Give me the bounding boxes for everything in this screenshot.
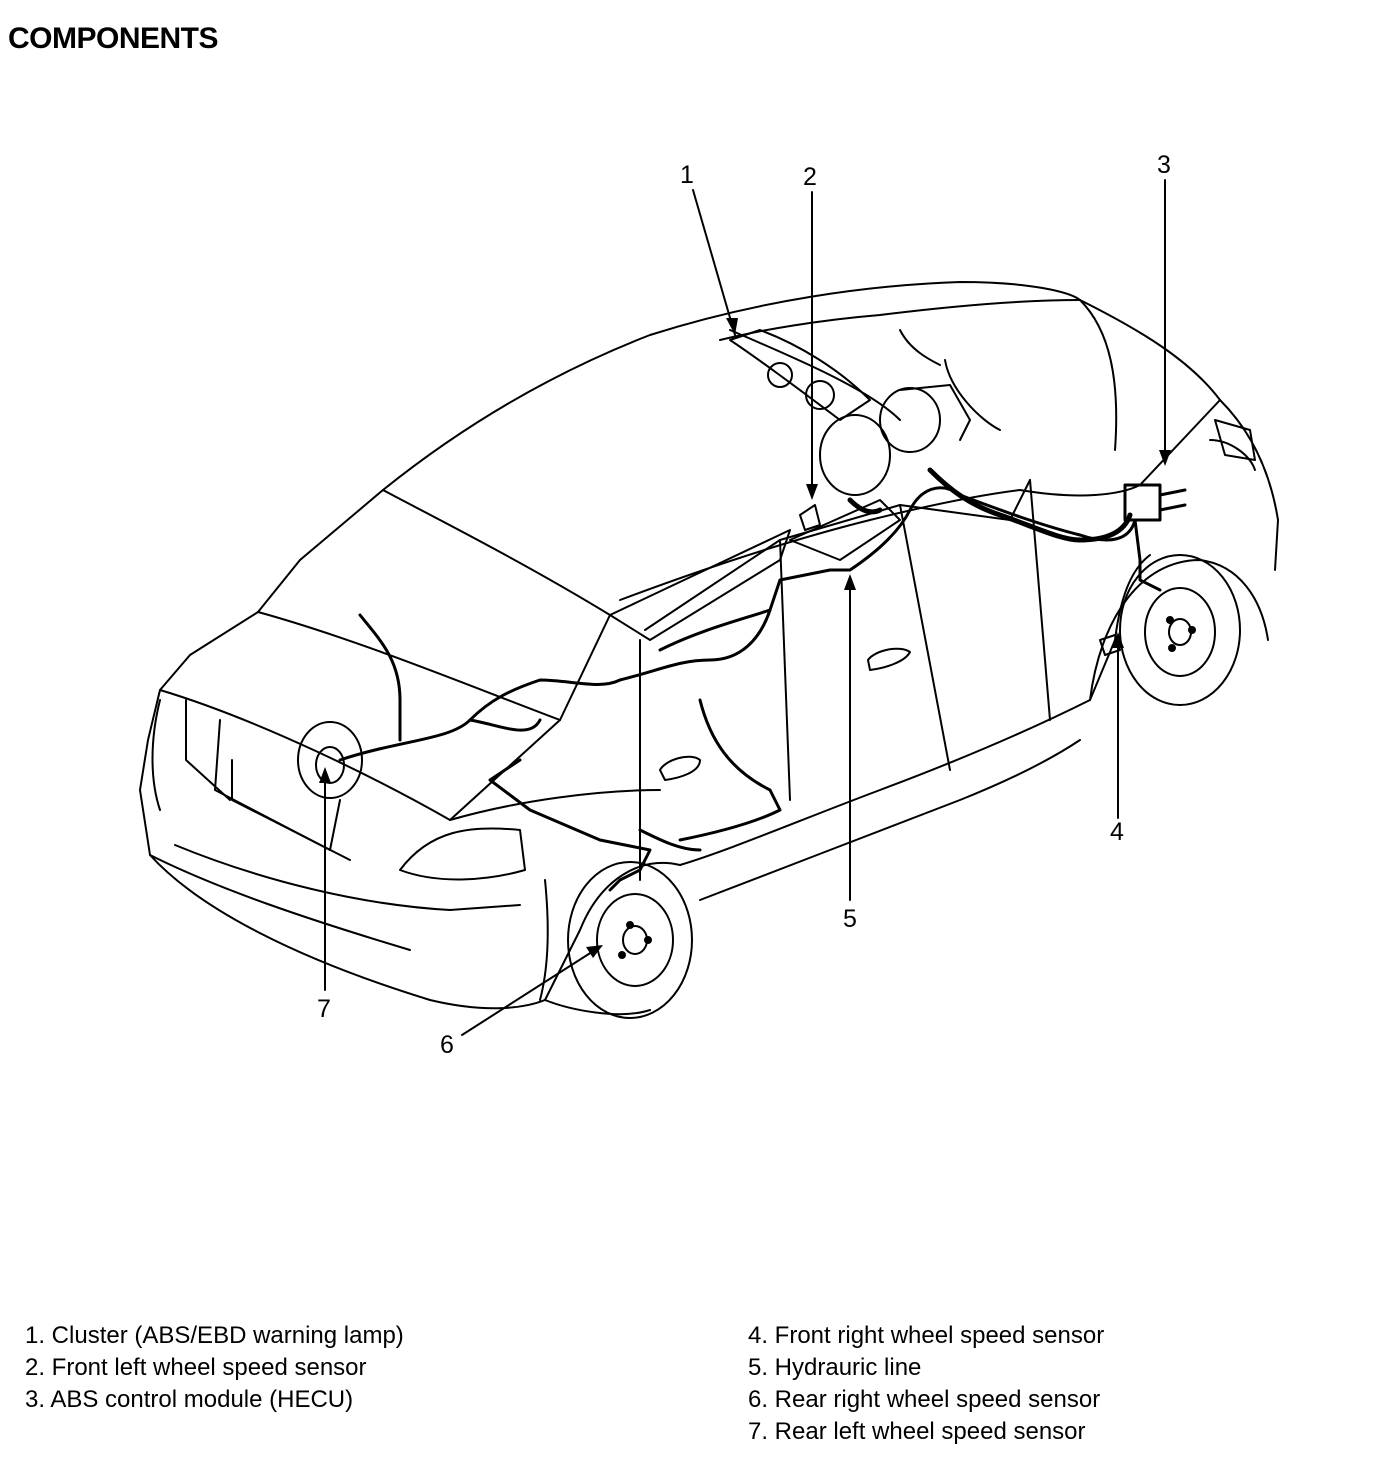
- callout-5: 5: [843, 905, 857, 933]
- legend-item-2: 2. Front left wheel speed sensor: [25, 1354, 367, 1381]
- callout-4: 4: [1110, 818, 1124, 846]
- legend-item-3: 3. ABS control module (HECU): [25, 1386, 354, 1413]
- legend-item-5: 5. Hydrauric line: [748, 1354, 922, 1381]
- abs-hecu-module: [1123, 483, 1187, 522]
- rear-left-brake-disc: [297, 721, 363, 799]
- front-left-sensor: [799, 504, 821, 531]
- rear-right-wheel: [544, 861, 693, 1019]
- hydraulic-line: [847, 467, 1133, 543]
- wiring-harness: [338, 486, 1162, 892]
- callout-arrowheads: [319, 318, 1171, 958]
- callout-1: 1: [680, 161, 694, 189]
- front-right-wheel: [1119, 554, 1241, 706]
- callout-6: 6: [440, 1031, 454, 1059]
- legend-item-6: 6. Rear right wheel speed sensor: [748, 1386, 1101, 1413]
- legend-right: 4. Front right wheel speed sensor 5. Hyd…: [748, 1320, 1104, 1448]
- instrument-cluster: [729, 329, 871, 421]
- legend-item-7: 7. Rear left wheel speed sensor: [748, 1418, 1086, 1445]
- brake-booster: [819, 329, 1001, 496]
- callout-2: 2: [803, 163, 817, 191]
- callout-leaders: [324, 179, 1166, 1036]
- callout-3: 3: [1157, 151, 1171, 179]
- car-body: [139, 281, 1279, 1010]
- legend-item-4: 4. Front right wheel speed sensor: [748, 1322, 1105, 1349]
- page-title: COMPONENTS: [8, 22, 219, 55]
- front-right-sensor: [1099, 634, 1121, 656]
- legend-item-1: 1. Cluster (ABS/EBD warning lamp): [25, 1322, 404, 1349]
- callout-7: 7: [317, 995, 331, 1023]
- legend-left: 1. Cluster (ABS/EBD warning lamp) 2. Fro…: [25, 1320, 404, 1416]
